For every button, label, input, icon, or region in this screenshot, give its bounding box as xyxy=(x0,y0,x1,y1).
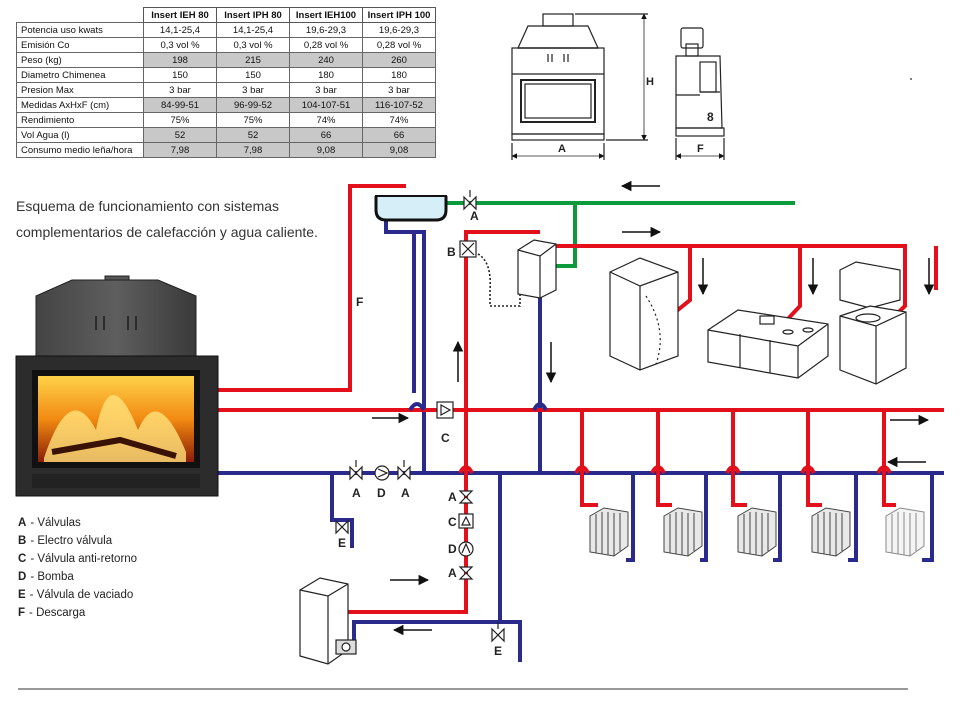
spec-cell: 198 xyxy=(143,52,217,68)
spec-table-header: Insert IEH 80 Insert IPH 80 Insert IEH10… xyxy=(16,7,436,23)
label-vertical-valve-bottom: A xyxy=(448,566,457,580)
label-vertical-check: C xyxy=(448,515,457,529)
dimension-label-side: 8 xyxy=(707,110,714,124)
spec-cell: 116-107-52 xyxy=(362,97,436,113)
radiator-icon xyxy=(663,507,703,557)
label-drain-bottom: E xyxy=(494,644,502,658)
legend-item: A- Válvulas xyxy=(18,517,81,529)
legend-text: Válvula anti-retorno xyxy=(37,553,138,565)
label-vertical-valve-top: A xyxy=(448,490,457,504)
dimension-label-width: A xyxy=(558,143,566,155)
legend-key: F xyxy=(18,607,26,619)
label-valve-left-1: A xyxy=(352,486,361,500)
legend-key: B xyxy=(18,535,27,547)
legend-text: Electro válvula xyxy=(37,535,113,547)
spec-cell: 66 xyxy=(289,127,363,143)
drain-valve-left xyxy=(335,519,349,535)
dimension-label-depth: F xyxy=(697,143,704,155)
shower-cabin-icon xyxy=(609,257,679,371)
intro-line: complementarios de calefacción y agua ca… xyxy=(16,224,318,240)
spec-cell: 7,98 xyxy=(216,142,290,158)
spec-cell: 260 xyxy=(362,52,436,68)
label-vertical-pump: D xyxy=(448,542,457,556)
legend-text: Válvula de vaciado xyxy=(36,589,134,601)
label-valve-left-2: A xyxy=(401,486,410,500)
legend-item: E- Válvula de vaciado xyxy=(18,589,134,601)
bathroom-sink-icon xyxy=(839,261,907,385)
column-header: Insert IEH 80 xyxy=(143,7,217,23)
legend-key: A xyxy=(18,517,27,529)
legend-text: Bomba xyxy=(37,571,74,583)
vertical-valve-stack xyxy=(458,490,474,580)
label-pump-left: D xyxy=(377,486,386,500)
legend-item: F- Descarga xyxy=(18,607,86,619)
legend-item: B- Electro válvula xyxy=(18,535,113,547)
spec-cell: 215 xyxy=(216,52,290,68)
spec-cell: 7,98 xyxy=(143,142,217,158)
spec-table: Insert IEH 80 Insert IPH 80 Insert IEH10… xyxy=(16,7,436,158)
boiler-icon xyxy=(299,577,357,665)
front-view-drawing xyxy=(511,13,648,160)
pipe-crossovers xyxy=(408,402,892,474)
check-valve-main xyxy=(436,401,454,419)
dimension-label-height: H xyxy=(646,76,654,88)
spec-row-label: Peso (kg) xyxy=(16,52,144,68)
spec-table-corner xyxy=(16,7,144,23)
spec-cell: 9,08 xyxy=(362,142,436,158)
radiator-icon xyxy=(885,507,925,557)
stray-dot xyxy=(910,78,912,80)
legend: A- Válvulas B- Electro válvula C- Válvul… xyxy=(18,514,137,622)
radiator-icon xyxy=(811,507,851,557)
kitchen-icon xyxy=(707,309,829,379)
spec-cell: 9,08 xyxy=(289,142,363,158)
spec-row-label: Consumo medio leña/hora xyxy=(16,142,144,158)
legend-item: D- Bomba xyxy=(18,571,74,583)
label-drain-left: E xyxy=(338,536,346,550)
intro-text: Esquema de funcionamiento con sistemas c… xyxy=(16,193,336,245)
label-electro-valve: B xyxy=(447,245,456,259)
tank-valve xyxy=(463,190,477,211)
column-header: Insert IPH 80 xyxy=(216,7,290,23)
radiator-icon xyxy=(589,507,629,557)
side-view-drawing xyxy=(675,27,725,160)
water-heater-icon xyxy=(517,239,557,299)
expansion-tank-icon xyxy=(374,195,448,222)
legend-key: E xyxy=(18,589,26,601)
legend-item: C- Válvula anti-retorno xyxy=(18,553,138,565)
spec-cell: 84-99-51 xyxy=(143,97,217,113)
left-valve-group xyxy=(349,460,411,481)
radiator-icon xyxy=(737,507,777,557)
label-chimney: F xyxy=(356,295,363,309)
label-tank-valve: A xyxy=(470,209,479,223)
spec-cell: 104-107-51 xyxy=(289,97,363,113)
spec-cell: 96-99-52 xyxy=(216,97,290,113)
label-check-valve: C xyxy=(441,431,450,445)
mains-water-line xyxy=(447,201,795,268)
legend-key: D xyxy=(18,571,27,583)
intro-line: Esquema de funcionamiento con sistemas xyxy=(16,198,280,214)
legend-key: C xyxy=(18,553,27,565)
fireplace-insert-icon xyxy=(15,275,219,497)
electro-valve xyxy=(459,240,521,307)
drain-valve-bottom xyxy=(491,622,505,643)
spec-row-label: Vol Agua (l) xyxy=(16,127,144,143)
legend-text: Descarga xyxy=(36,607,86,619)
column-header: Insert IPH 100 xyxy=(362,7,436,23)
spec-cell: 52 xyxy=(216,127,290,143)
legend-text: Válvulas xyxy=(37,517,81,529)
